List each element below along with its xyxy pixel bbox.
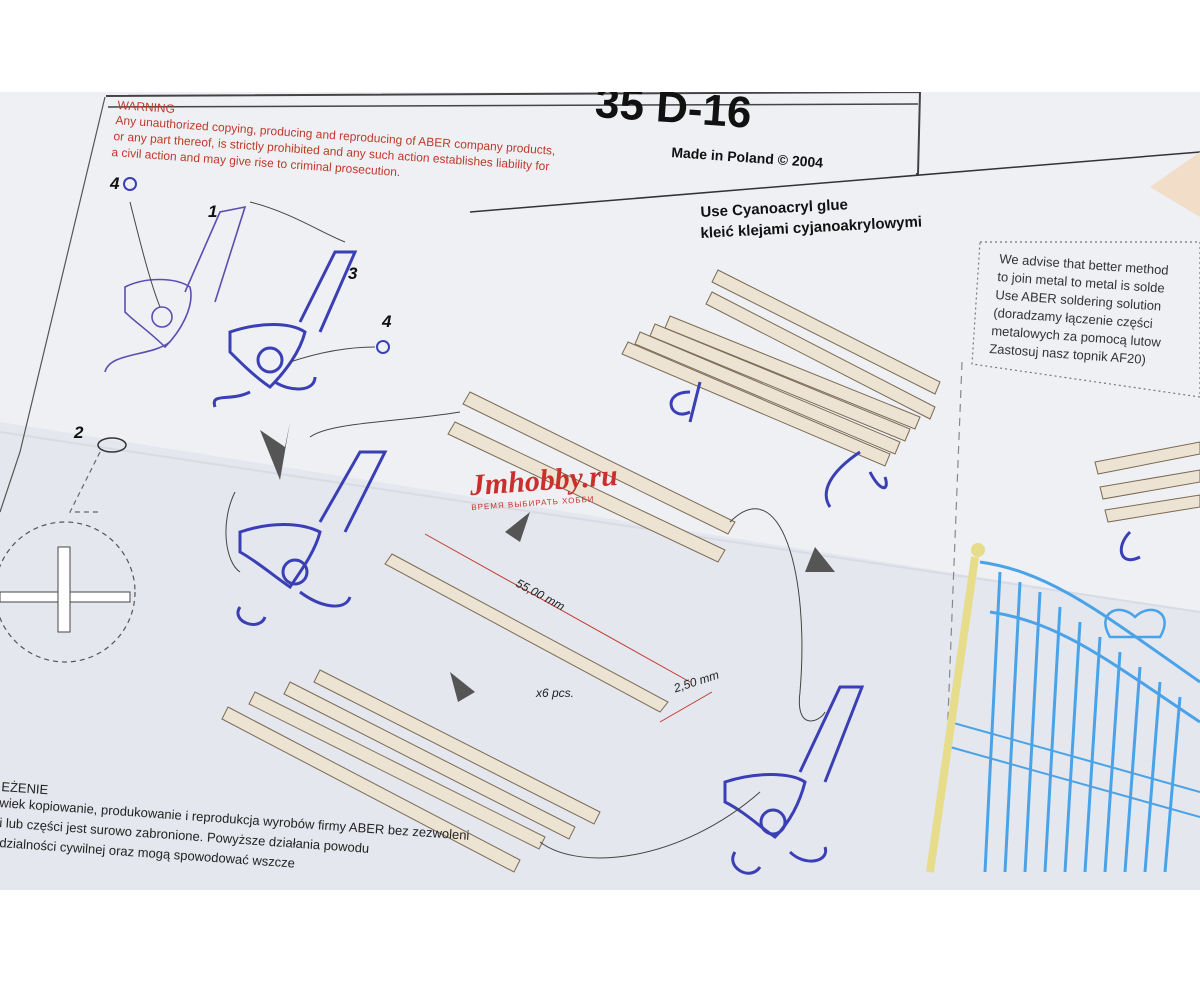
dim-line-width	[659, 691, 713, 723]
section-divider	[944, 361, 963, 793]
paper-shadow	[0, 422, 1200, 890]
part-badge-1	[123, 177, 137, 191]
header-rule	[107, 103, 919, 108]
frame-top	[469, 151, 1200, 213]
sheet-border	[0, 96, 106, 513]
dim-line-length	[424, 533, 691, 683]
gate-post	[926, 556, 979, 873]
detail-cross-v	[57, 546, 71, 633]
header-box	[105, 92, 922, 175]
slat-single-dimension	[384, 553, 669, 713]
instruction-artwork	[0, 92, 1200, 890]
step2-disc	[97, 437, 127, 453]
detail-circle	[0, 521, 136, 663]
bench-leg-middle	[236, 450, 388, 626]
advice-box-border	[971, 241, 1200, 398]
bench-leg-outline	[104, 205, 247, 373]
direction-arrows	[260, 422, 835, 702]
connector-curve-6	[249, 201, 346, 243]
instruction-sheet: 35 D-16 Made in Poland © 2004 WARNING An…	[0, 92, 1200, 890]
connector-curve-3	[729, 508, 826, 722]
bench-leg-filled	[212, 250, 358, 408]
slat-pair-upper	[447, 391, 736, 563]
fence-gate	[949, 560, 1200, 873]
slat-stack-lower	[221, 669, 601, 873]
connector-curve-1	[309, 411, 461, 438]
arrow-shape-topright	[1150, 152, 1200, 217]
bench-partial-right	[1094, 441, 1200, 562]
part-badge-2	[376, 340, 390, 354]
quantity-label: x6 pcs.	[536, 686, 575, 700]
assembled-bench	[621, 269, 941, 508]
connector-curve-7	[289, 346, 376, 363]
connector-curve-2	[225, 491, 241, 573]
step-label-4b: 4	[382, 312, 392, 331]
step-label-2: 2	[74, 423, 84, 442]
step-label-1: 1	[208, 202, 218, 221]
connector-curve-5	[129, 201, 161, 308]
bench-leg-lower-right	[723, 685, 865, 875]
gate-post-finial	[971, 543, 985, 557]
step-label-4a: 4	[110, 174, 120, 193]
step-label-3: 3	[348, 264, 358, 283]
dashed-pointer	[69, 451, 101, 513]
connector-curve-4	[539, 791, 761, 859]
